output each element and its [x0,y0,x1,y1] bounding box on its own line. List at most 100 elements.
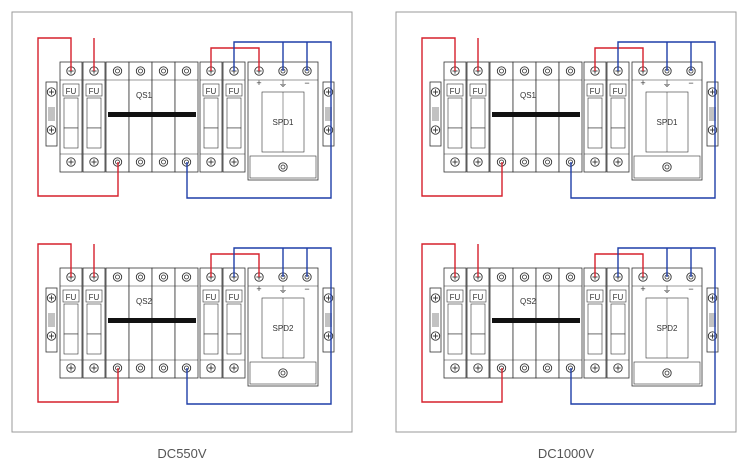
positive-wire [210,253,260,277]
fuse-holder: FU [59,61,83,173]
positive-wire [594,253,644,277]
fuse-label: FU [229,87,240,96]
spd-minus-mark: − [304,78,309,88]
spd-plus-mark: + [256,78,261,88]
dc-isolator-switch: QS1 [105,61,199,173]
fuse-holder: FU [222,61,246,173]
negative-wire [186,41,332,199]
din-rail-clip [45,81,58,147]
positive-wire [421,243,503,403]
spd-plus-mark: + [256,284,261,294]
terminal-screw-icon [565,272,576,282]
positive-wire [594,47,644,71]
fuse-label: FU [613,87,624,96]
surge-protector: +⏚−SPD2 [631,267,703,387]
terminal-screw-icon [542,66,553,76]
switch-label: QS2 [520,297,537,306]
panel-caption-dc1000v: DC1000V [537,446,595,461]
terminal-screw-icon [565,66,576,76]
terminal-screw-icon [181,66,192,76]
terminal-screw-icon [473,363,483,373]
terminal-screw-icon [66,157,76,167]
terminal-screw-icon [430,331,441,341]
terminal-screw-icon [89,157,99,167]
terminal-screw-icon [46,125,57,135]
terminal-screw-icon [158,66,169,76]
terminal-screw-icon [430,125,441,135]
fuse-holder: FU [443,61,467,173]
din-rail-clip [322,287,335,353]
din-rail-clip [706,81,719,147]
fuse-holder: FU [59,267,83,379]
switch-label: QS1 [136,91,153,100]
terminal-screw-icon [229,157,239,167]
terminal-screw-icon [613,363,623,373]
fuse-holder: FU [606,61,630,173]
terminal-screw-icon [229,363,239,373]
spd-plus-mark: + [640,78,645,88]
terminal-screw-icon [158,363,169,373]
din-rail-clip [322,81,335,147]
terminal-screw-icon [542,363,553,373]
terminal-screw-icon [135,157,146,167]
terminal-screw-icon [519,272,530,282]
spd-minus-mark: − [304,284,309,294]
positive-wire [421,37,503,197]
terminal-screw-icon [473,157,483,167]
fuse-label: FU [450,87,461,96]
spd-minus-mark: − [688,78,693,88]
fuse-label: FU [473,87,484,96]
spd-earth-mark: ⏚ [662,285,671,295]
terminal-screw-icon [181,272,192,282]
handle-bar [108,112,196,117]
fuse-holder: FU [466,61,490,173]
fuse-holder: FU [583,61,607,173]
terminal-screw-icon [542,272,553,282]
terminal-screw-icon [46,331,57,341]
fuse-holder: FU [82,267,106,379]
negative-wire [570,41,716,199]
handle-bar [492,112,580,117]
terminal-screw-icon [496,66,507,76]
spd-label: SPD2 [273,324,294,333]
fuse-holder: FU [82,61,106,173]
handle-bar [108,318,196,323]
positive-wire [37,243,119,403]
fuse-label: FU [89,293,100,302]
negative-wire [570,247,716,405]
terminal-screw-icon [450,363,460,373]
negative-wire [186,247,332,405]
fuse-label: FU [89,87,100,96]
fuse-label: FU [206,293,217,302]
terminal-screw-icon [590,157,600,167]
dc-isolator-switch: QS2 [105,267,199,379]
surge-protector: +⏚−SPD1 [247,61,319,181]
terminal-screw-icon [206,157,216,167]
spd-earth-mark: ⏚ [662,79,671,89]
terminal-screw-icon [519,66,530,76]
handle-bar [492,318,580,323]
terminal-screw-icon [496,272,507,282]
terminal-screw-icon [66,363,76,373]
positive-wire [37,37,119,197]
fuse-label: FU [229,293,240,302]
terminal-screw-icon [89,363,99,373]
dc-isolator-switch: QS1 [489,61,583,173]
spd-minus-mark: − [688,284,693,294]
terminal-screw-icon [112,66,123,76]
terminal-screw-icon [278,368,288,378]
fuse-label: FU [450,293,461,302]
terminal-screw-icon [158,157,169,167]
fuse-label: FU [613,293,624,302]
terminal-screw-icon [662,162,672,172]
terminal-screw-icon [662,368,672,378]
surge-protector: +⏚−SPD2 [247,267,319,387]
terminal-screw-icon [430,293,441,303]
terminal-screw-icon [590,363,600,373]
terminal-screw-icon [542,157,553,167]
